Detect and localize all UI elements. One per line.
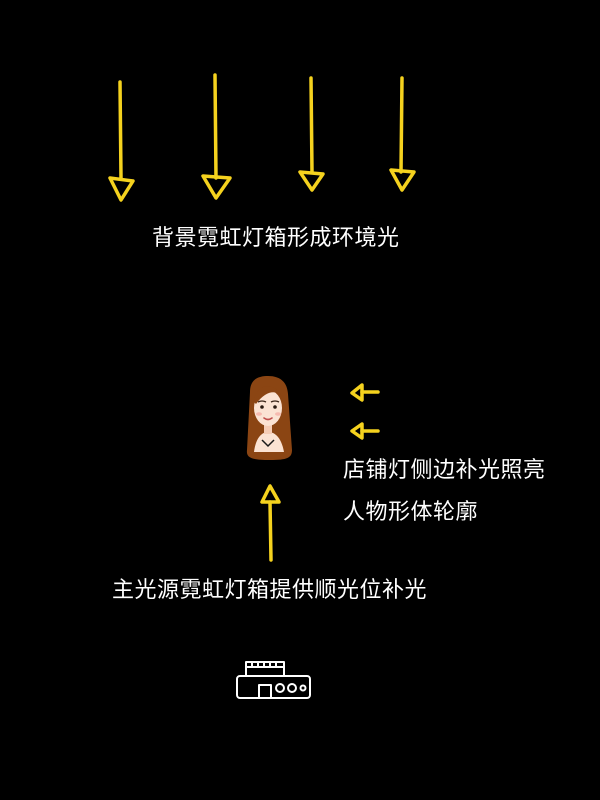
left-arrow-icon (350, 422, 380, 440)
down-arrow-icon (108, 80, 135, 202)
side-light-label-line1: 店铺灯侧边补光照亮 (343, 458, 546, 483)
key-light-arrow (260, 484, 281, 562)
background-light-label: 背景霓虹灯箱形成环境光 (152, 226, 400, 251)
down-arrow-icon (298, 76, 325, 192)
key-light-label: 主光源霓虹灯箱提供顺光位补光 (112, 578, 428, 603)
camera-icon (236, 661, 311, 699)
down-arrow-icon (389, 76, 416, 192)
up-arrow-icon (260, 484, 281, 562)
woman-avatar-icon (246, 376, 292, 460)
background-light-arrows (108, 73, 416, 202)
down-arrow-icon (201, 73, 232, 200)
side-light-arrows (350, 383, 380, 440)
left-arrow-icon (350, 383, 380, 402)
side-light-label-line2: 人物形体轮廓 (343, 500, 479, 525)
